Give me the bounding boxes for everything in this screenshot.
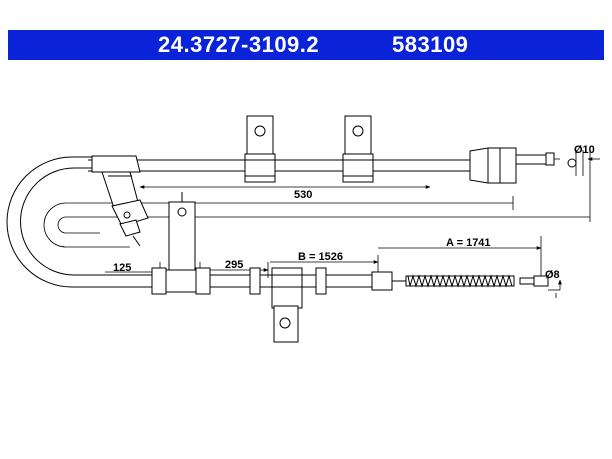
dim-diameter-10: Ø10 <box>574 144 595 156</box>
dim-295: 295 <box>225 259 243 271</box>
part-number: 24.3727-3109.2 <box>158 32 320 57</box>
top-bracket-right <box>342 115 374 183</box>
bottom-clips <box>151 267 327 295</box>
lower-right-terminal <box>371 271 549 291</box>
title-bar: 24.3727-3109.2 583109 <box>8 30 604 60</box>
dim-diameter-8: Ø8 <box>545 269 560 281</box>
dim-530: 530 <box>294 189 312 201</box>
top-right-terminal <box>469 147 577 184</box>
dim-125: 125 <box>113 262 131 274</box>
dim-a-length: A = 1741 <box>446 237 491 249</box>
lower-bracket-middle <box>271 267 303 343</box>
reference-number: 583109 <box>392 32 469 57</box>
top-bracket-left <box>244 115 276 183</box>
lower-bracket-left <box>165 192 197 293</box>
dim-b-length: B = 1526 <box>298 251 343 263</box>
left-end-fitting <box>91 155 149 247</box>
